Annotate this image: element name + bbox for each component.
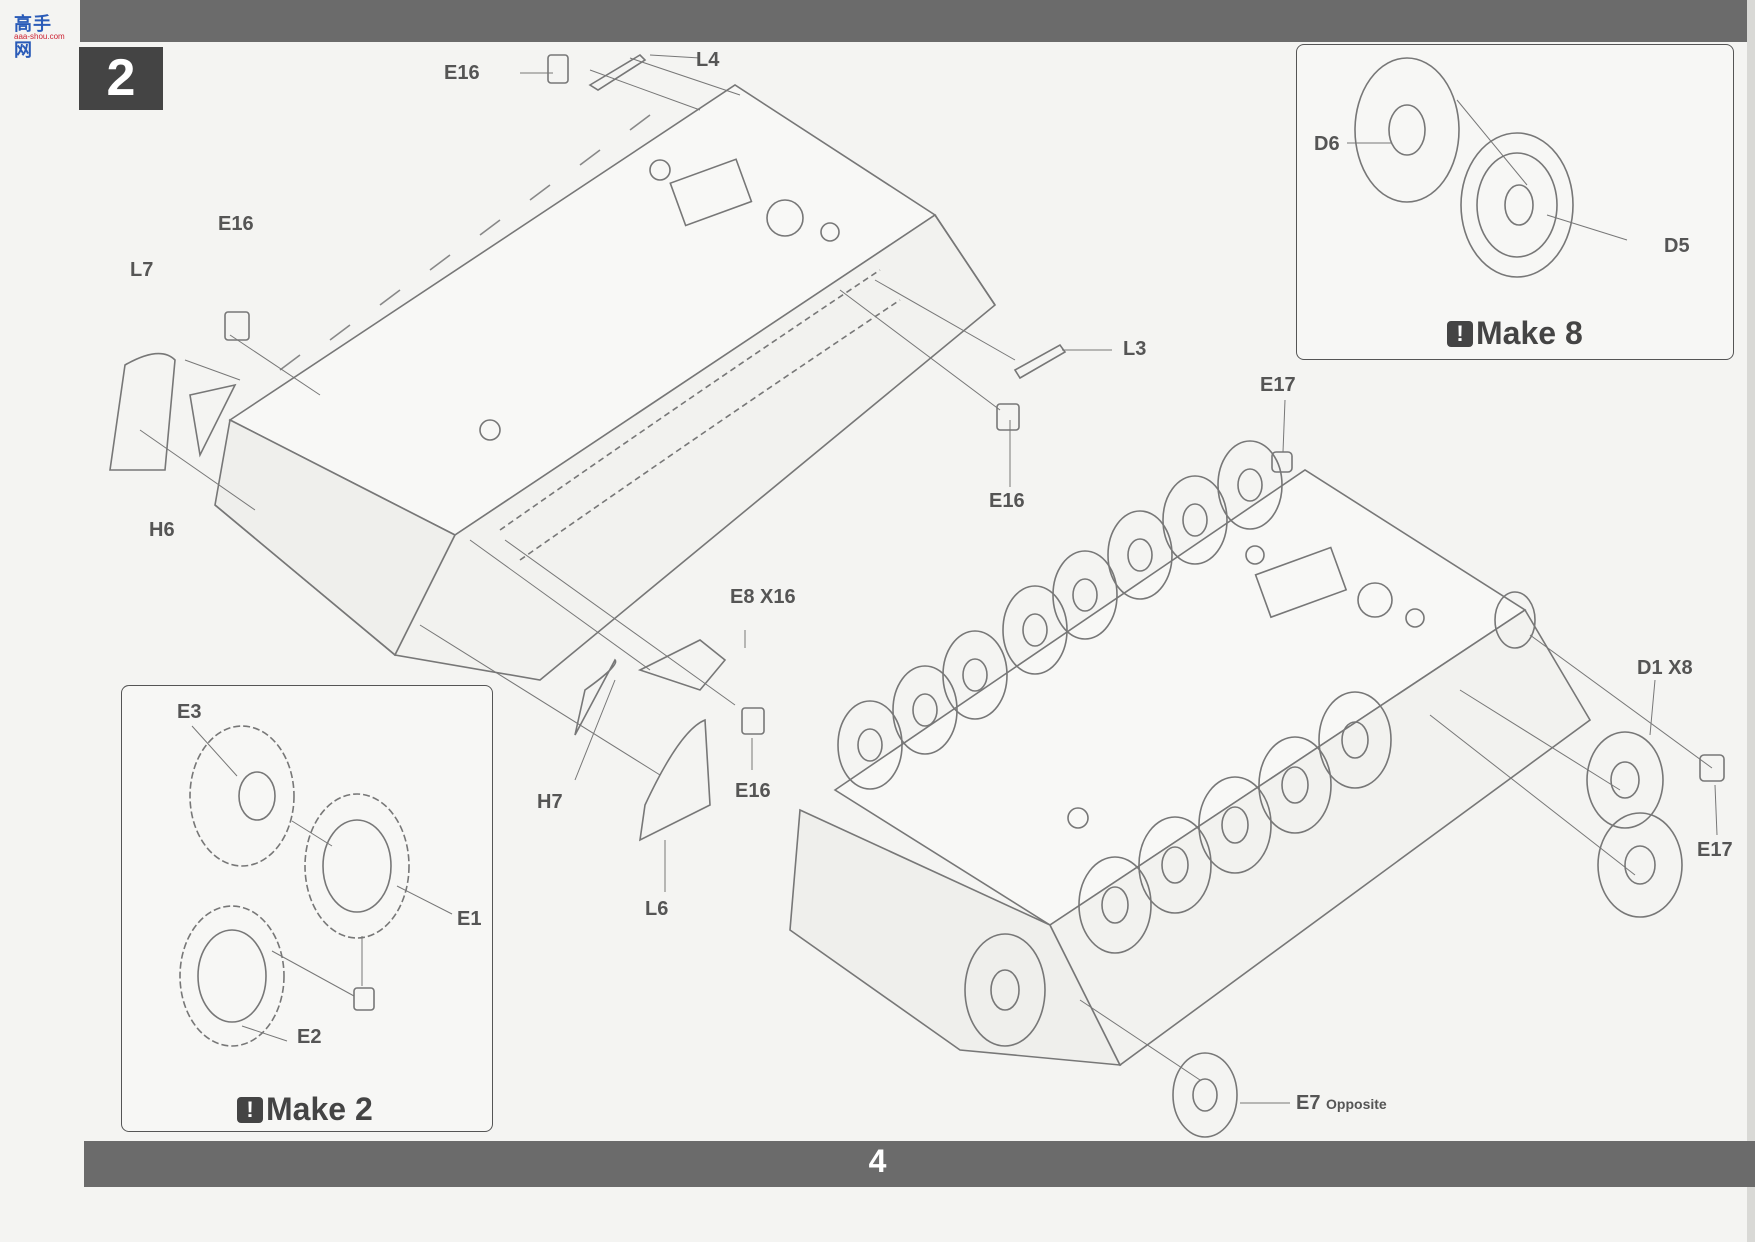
part-h6	[189, 383, 237, 458]
label-e3: E3	[177, 701, 202, 723]
make-2-label: ! Make 2	[237, 1091, 373, 1128]
part-e16-top	[547, 54, 569, 84]
label-d6: D6	[1314, 133, 1340, 155]
wheel-assembly-drawing	[1347, 57, 1628, 278]
label-e17-top: E17	[1260, 374, 1296, 396]
part-d6	[1354, 57, 1460, 203]
label-d1: D1 X8	[1637, 657, 1693, 679]
label-e17-right: E17	[1697, 839, 1733, 861]
watermark-url: aaa-shou.com	[14, 32, 65, 41]
label-e7: E7 Opposite	[1296, 1092, 1387, 1115]
header-bar	[80, 0, 1755, 42]
inset-make-2: E3 E1 E2 ! Make 2	[121, 685, 493, 1132]
part-e16-right	[996, 403, 1020, 431]
label-e16-left: E16	[218, 213, 254, 235]
step-number: 2	[79, 47, 163, 110]
glue-symbol	[353, 987, 375, 1011]
label-l7: L7	[130, 259, 154, 281]
page-number: 4	[868, 1143, 887, 1179]
label-e16-top: E16	[444, 62, 480, 84]
lower-hull-side	[1048, 608, 1592, 1067]
make-2-text: Make 2	[266, 1091, 373, 1127]
label-e7-note: Opposite	[1326, 1096, 1387, 1112]
inset-make-8: D6 D5 ! Make 8	[1296, 44, 1734, 360]
label-e16-bottom: E16	[735, 780, 771, 802]
label-e1: E1	[457, 908, 482, 930]
page-edge	[1747, 0, 1755, 1242]
part-e16-bottom	[741, 707, 765, 735]
footer-bar	[84, 1141, 1755, 1187]
make-8-text: Make 8	[1476, 315, 1583, 351]
part-e3	[189, 725, 295, 867]
exclamation-icon: !	[1447, 320, 1473, 347]
part-l7	[109, 352, 176, 471]
part-h7	[574, 658, 617, 736]
label-h6: H6	[149, 519, 175, 541]
label-l3: L3	[1123, 338, 1147, 360]
road-wheels-upper-row	[837, 440, 1283, 790]
part-e2	[179, 905, 285, 1047]
label-e8: E8 X16	[730, 586, 796, 608]
upper-hull-front	[393, 213, 997, 681]
exclamation-icon: !	[237, 1096, 263, 1123]
part-e1	[304, 793, 410, 939]
make-8-label: ! Make 8	[1447, 315, 1583, 352]
watermark-text: 高手网	[14, 14, 52, 60]
part-d5	[1460, 132, 1574, 278]
road-wheels-lower-row	[1078, 691, 1392, 954]
part-e8	[637, 639, 727, 691]
label-l6: L6	[645, 898, 669, 920]
part-l4	[588, 53, 647, 91]
part-l3	[1013, 343, 1067, 380]
lower-hull-front	[789, 808, 1122, 1066]
part-l6	[638, 718, 711, 842]
label-e16-right: E16	[989, 490, 1025, 512]
label-d5: D5	[1664, 235, 1690, 257]
watermark-logo: 高手网 aaa-shou.com	[6, 4, 70, 60]
label-e7-code: E7	[1296, 1092, 1321, 1114]
label-l4: L4	[696, 49, 720, 71]
sprocket-assembly-drawing	[179, 725, 453, 1047]
label-h7: H7	[537, 791, 563, 813]
label-e2: E2	[297, 1026, 322, 1048]
part-e16-left	[224, 311, 250, 341]
